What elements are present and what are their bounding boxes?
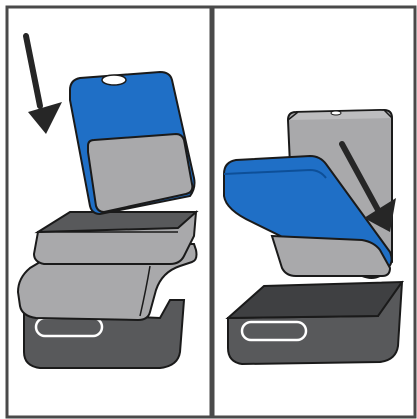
tray-handle-slot [240, 320, 308, 342]
middle-box [32, 210, 199, 265]
blue-lid [69, 70, 196, 216]
blue-cushion [223, 154, 393, 279]
down-arrow-icon [339, 141, 396, 232]
middle-box-top [34, 211, 199, 234]
panel-step-1 [5, 5, 212, 419]
cushion-underside-panel [270, 234, 392, 277]
lid-latch [101, 74, 127, 86]
down-arrow-icon [23, 33, 62, 134]
bottom-tray [225, 280, 404, 366]
tray-top-surface [225, 280, 404, 320]
lid-inner-panel [87, 132, 194, 214]
panel-step-2 [212, 5, 417, 419]
